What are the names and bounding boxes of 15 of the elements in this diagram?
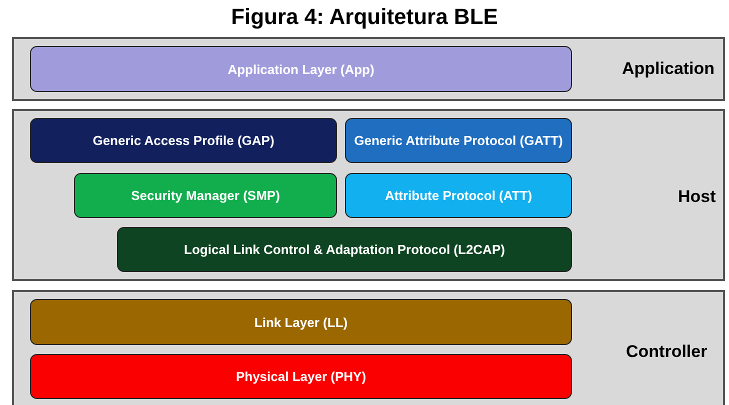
layer-band [12, 290, 725, 405]
layer-label: Controller [626, 342, 708, 362]
protocol-layer-box: Security Manager (SMP) [74, 173, 337, 218]
protocol-layer-box: Attribute Protocol (ATT) [345, 173, 572, 218]
protocol-layer-box: Application Layer (App) [30, 46, 572, 92]
layer-label: Application [622, 59, 715, 79]
layer-label: Host [678, 187, 716, 207]
protocol-layer-box: Physical Layer (PHY) [30, 354, 572, 399]
protocol-layer-box: Logical Link Control & Adaptation Protocol (L2CAP) [117, 227, 572, 272]
protocol-layer-box: Generic Attribute Protocol (GATT) [345, 118, 572, 163]
diagram-title: Figura 4: Arquitetura BLE [230, 4, 499, 30]
layer-band [12, 109, 725, 281]
protocol-layer-box: Link Layer (LL) [30, 299, 572, 345]
protocol-layer-box: Generic Access Profile (GAP) [30, 118, 337, 163]
layer-band [12, 37, 725, 101]
